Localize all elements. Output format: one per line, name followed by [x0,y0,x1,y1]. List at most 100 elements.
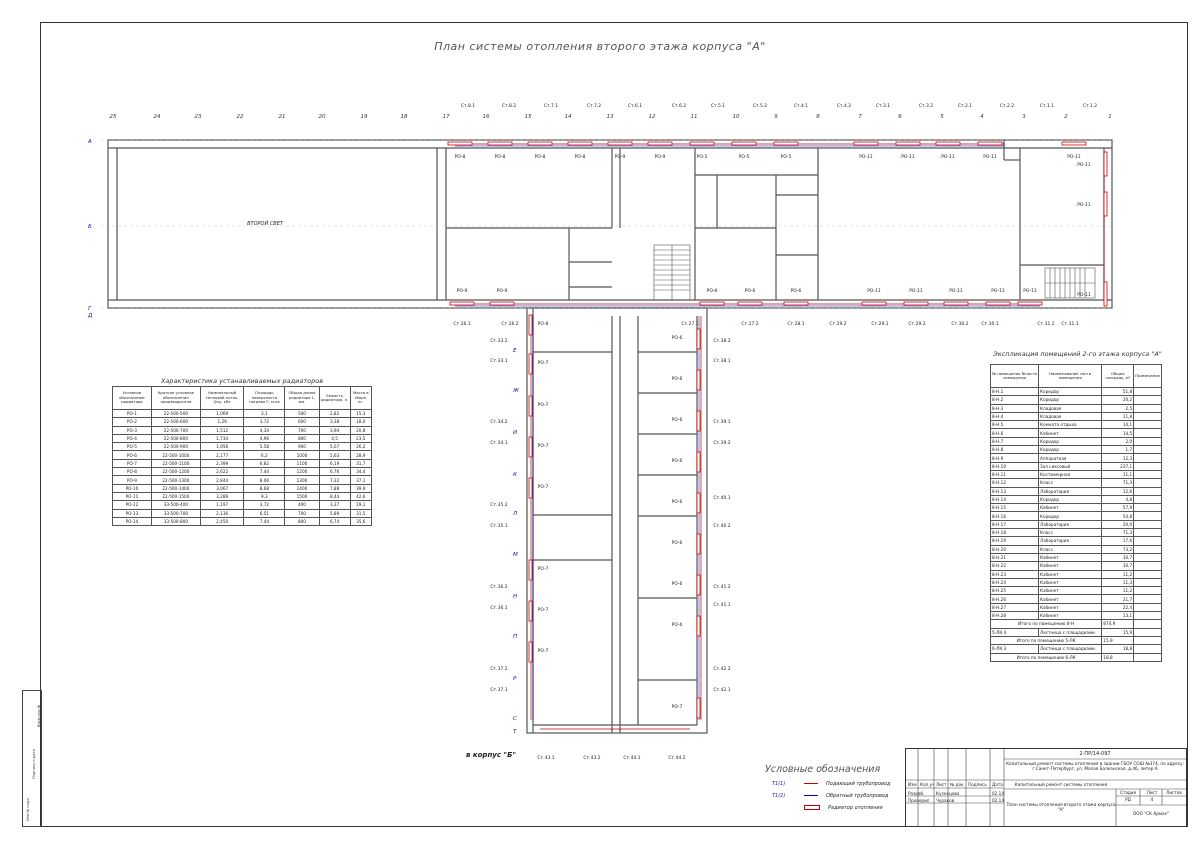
axis-number: 25 [110,114,117,120]
radiator-label: РО-7 [538,402,549,408]
table-cell [1133,386,1162,397]
table-cell: 800 [284,433,320,444]
table-cell: 8-Н.22 [989,561,1040,571]
table-cell [1133,602,1162,613]
radiator-label: РО-6 [672,417,683,423]
big-hall-label: ВТОРОЙ СВЕТ [247,220,284,227]
table-cell: 22-500-700 [150,425,201,435]
radiator-label: РО-7 [538,443,549,449]
radiator [696,410,701,432]
table-cell: Кабинет [1038,428,1103,438]
table-cell: Итого по помещению 5-ЛК [989,635,1103,646]
table-cell: Коридор [1038,445,1103,455]
stamp-head-doc: № док [950,782,964,787]
table-cell [1133,478,1162,488]
riser-label: Ст.4.1 [794,103,808,109]
table-cell: 6,82 [243,458,286,469]
table-cell: Лаборатория [1038,486,1103,496]
table-cell: Кабинет [1038,602,1103,613]
radiator [528,395,533,417]
table-cell: Итого по помещению 8-Н [989,619,1103,629]
table-cell: Кладовая [1038,411,1103,422]
table-cell: 8-Н.4 [989,411,1040,422]
table-cell: 9,3 [243,491,286,502]
axis-letter: Р [513,676,517,682]
table-cell: 8-Н.14 [989,494,1040,505]
radiator-label: РО-11 [983,154,997,160]
table-cell: Класс [1038,478,1103,488]
table-cell: 3,72 [243,500,286,510]
table-cell: 8-Н.27 [989,602,1040,613]
stamp-checked-date: 02.14 [992,798,1004,803]
riser-label: Ст.42.1 [713,687,730,693]
table-cell: Коридор [1038,386,1103,397]
radiator [699,301,725,306]
table-cell: 4,34 [243,425,286,435]
table-cell: 8-Н.7 [989,436,1040,447]
radiator [647,141,673,146]
radiator [853,141,879,146]
legend-supply: Т1(1)Подающий трубопровод [772,781,891,787]
table-cell: 8-Н.8 [989,445,1040,455]
radiator-label: РО-6 [791,288,802,294]
radiator-label: РО-11 [1077,292,1091,298]
radiator-label: РО-7 [538,360,549,366]
table-cell: 3,72 [243,417,286,427]
table-cell: 6-ЛК.3 [989,644,1040,654]
radiator-label: РО-7 [538,648,549,654]
table-cell: РО-11 [112,491,152,502]
table-cell: 22-500-900 [150,442,201,452]
radiator-label: РО-11 [1067,154,1081,160]
table-cell: 18,8 [1101,644,1135,654]
table-cell: 33-500-800 [150,516,201,527]
riser-label: Ст.38.2 [713,338,730,344]
table-cell: 874,9 [1101,619,1135,629]
table-cell: 7,32 [318,475,351,485]
riser-label: Ст.41.1 [713,602,730,608]
table-cell: Коридор [1038,494,1103,505]
table-cell: 12,6 [1101,486,1135,496]
radiator-label: РО-11 [901,154,915,160]
table-cell [1133,561,1162,571]
table-cell [1133,635,1162,646]
table-cell: 73,2 [1101,544,1135,554]
table-cell: 8-Н.25 [989,586,1040,596]
radiator-label: РО-11 [1077,202,1091,208]
table-cell: 4,5 [318,433,351,444]
table-cell: 22-500-1000 [150,450,201,460]
table-cell: РО-6 [112,450,152,460]
table-cell: 2,177 [199,450,245,460]
table-cell: РО-1 [112,408,152,419]
radiator-label: РО-8 [455,154,466,160]
table-cell: 5,89 [318,508,351,518]
table-cell: 6,74 [318,516,351,527]
table-cell: 8,06 [243,475,286,485]
radiator [528,600,533,622]
riser-label: Ст.33.2 [490,338,507,344]
table-cell: 20,8 [349,425,373,435]
table-cell [1133,544,1162,554]
radiator-label: РО-7 [672,704,683,710]
table-cell: РО-14 [112,516,152,527]
table-cell: Кабинет [1038,561,1103,571]
axis-number: 20 [319,114,326,120]
axis-number: 15 [525,114,532,120]
axis-letter: И [513,430,517,436]
radiator-label: РО-8 [495,154,506,160]
riser-label: Ст.27.2 [741,321,758,327]
riser-label: Ст.1.2 [1083,103,1097,109]
table-cell: Лестница с площадками [1038,644,1103,654]
riser-label: Ст.37.1 [490,687,507,693]
stamp-head-izm: Изм [908,782,917,787]
table-cell: 800 [284,516,320,527]
table-cell: 11,3 [1101,577,1135,588]
riser-label: Ст.6.1 [628,103,642,109]
riser-label: Ст.37.2 [490,666,507,672]
